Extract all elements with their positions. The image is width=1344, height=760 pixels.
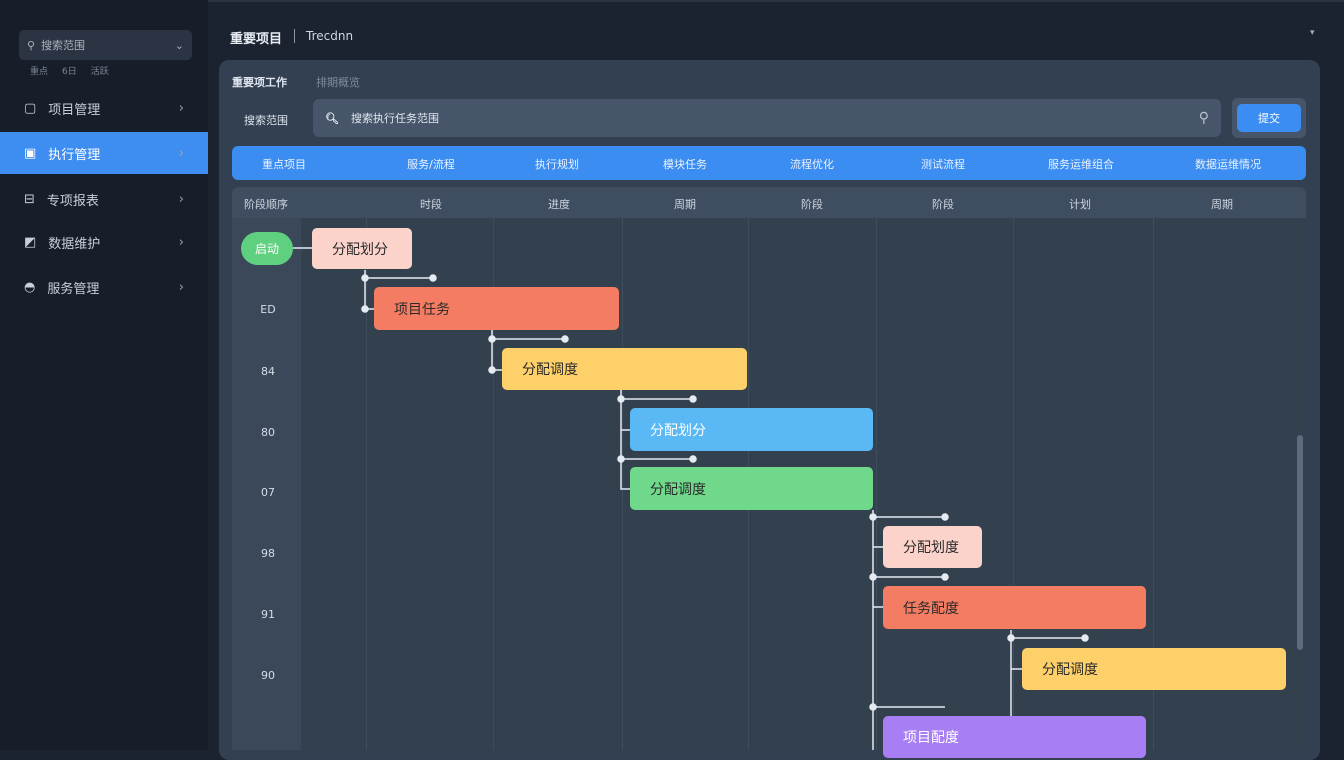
task-bar[interactable]: 分配划分	[630, 408, 873, 451]
column-header: 进度	[548, 198, 570, 211]
chart-icon: ◩	[24, 234, 37, 250]
section-hint: 排期概览	[316, 76, 360, 89]
connector-line	[872, 510, 945, 750]
connector-node	[941, 513, 949, 521]
task-bar[interactable]: 分配划度	[883, 526, 982, 568]
filter-tab[interactable]: 流程优化	[790, 158, 834, 171]
edit-icon: ▣	[24, 145, 37, 161]
connector-node	[617, 395, 625, 403]
monitor-icon: ▢	[24, 100, 37, 116]
chevron-down-icon[interactable]: ⌄	[174, 38, 184, 52]
row-label: ED	[260, 303, 276, 316]
column-header: 周期	[674, 198, 696, 211]
row-label: 07	[261, 486, 275, 499]
column-header: 时段	[420, 198, 442, 211]
connector-node	[869, 703, 877, 711]
row-label: 91	[261, 608, 275, 621]
chevron-right-icon: ›	[178, 191, 184, 207]
table-icon: ⊟	[24, 191, 35, 207]
grid-line	[493, 218, 494, 750]
task-bar[interactable]: 分配调度	[630, 467, 873, 510]
sidebar-item-projects[interactable]: ▢项目管理›	[24, 100, 184, 118]
chevron-right-icon: ›	[178, 145, 184, 161]
column-header: 阶段	[801, 198, 823, 211]
caret-down-icon[interactable]: ▾	[1310, 28, 1315, 38]
section-label: 重要项工作	[232, 76, 287, 89]
chevron-right-icon: ›	[178, 234, 184, 250]
connector-node	[1081, 634, 1089, 642]
chevron-right-icon: ›	[178, 100, 184, 116]
sidebar-item-data[interactable]: ◩数据维护›	[24, 234, 184, 252]
filter-tab[interactable]: 服务/流程	[407, 158, 455, 171]
search-icon: ⚲	[27, 38, 36, 52]
start-node[interactable]: 启动	[241, 232, 293, 265]
filter-tab[interactable]: 执行规划	[535, 158, 579, 171]
connector-node	[617, 455, 625, 463]
task-bar[interactable]: 项目任务	[374, 287, 619, 330]
filter-tab[interactable]: 测试流程	[921, 158, 965, 171]
chevron-right-icon: ›	[178, 279, 184, 295]
connector-node	[689, 395, 697, 403]
connector-node	[689, 455, 697, 463]
submit-button[interactable]: 提交	[1237, 104, 1301, 132]
grid-line	[366, 218, 367, 750]
connector-node	[869, 573, 877, 581]
topbar	[208, 0, 1344, 60]
search-icon[interactable]: ⚲	[1198, 110, 1209, 126]
task-bar[interactable]: 分配调度	[1022, 648, 1286, 690]
divider	[294, 29, 295, 43]
grid-line	[622, 218, 623, 750]
tag[interactable]: 活跃	[90, 67, 109, 77]
column-header: 计划	[1069, 198, 1091, 211]
connector-node	[429, 274, 437, 282]
connector-node	[361, 274, 369, 282]
task-bar[interactable]: 任务配度	[883, 586, 1146, 629]
task-bar[interactable]: 分配调度	[502, 348, 747, 390]
task-bar[interactable]: 项目配度	[883, 716, 1146, 758]
sidebar-item-services[interactable]: ◓服务管理›	[24, 279, 184, 297]
row-label: 98	[261, 547, 275, 560]
page-subtitle: Trecdnn	[306, 29, 354, 43]
task-search-input[interactable]: 🔍︎搜索执行任务范围⚲	[313, 99, 1221, 137]
grid-line	[876, 218, 877, 750]
filter-bar: 重点项目 服务/流程 执行规划 模块任务 流程优化 测试流程 服务运维组合 数据…	[232, 146, 1306, 180]
row-label-column	[232, 218, 301, 750]
column-header: 周期	[1211, 198, 1233, 211]
search-label: 搜索范围	[244, 114, 288, 127]
search-icon: 🔍︎	[325, 111, 339, 125]
page-title: 重要项目	[230, 32, 283, 47]
connector-node	[941, 573, 949, 581]
grid-line	[1153, 218, 1154, 750]
sidebar-item-reports[interactable]: ⊟专项报表›	[24, 191, 184, 209]
sidebar-search[interactable]: ⚲搜索范围⌄	[19, 30, 192, 60]
column-header: 阶段	[932, 198, 954, 211]
task-bar[interactable]: 分配划分	[312, 228, 412, 269]
cloud-icon: ◓	[24, 279, 36, 295]
row-label: 84	[261, 365, 275, 378]
row-label: 90	[261, 669, 275, 682]
sidebar: ⚲搜索范围⌄ 重点 6日 活跃 ▢项目管理› ▣执行管理› ⊟专项报表› ◩数据维护…	[0, 0, 208, 750]
gantt-header: 阶段顺序 时段 进度 周期 阶段 阶段 计划 周期	[232, 187, 1306, 218]
connector-node	[561, 335, 569, 343]
row-label: 80	[261, 426, 275, 439]
tag[interactable]: 6日	[62, 67, 77, 77]
grid-line	[1013, 218, 1014, 750]
connector-line	[620, 390, 693, 490]
connector-node	[1007, 634, 1015, 642]
filter-tab[interactable]: 模块任务	[663, 158, 707, 171]
filter-tab[interactable]: 数据运维情况	[1195, 158, 1261, 171]
column-header: 阶段顺序	[244, 198, 288, 211]
filter-tab[interactable]: 服务运维组合	[1048, 158, 1114, 171]
filter-tab[interactable]: 重点项目	[262, 158, 306, 171]
connector-node	[488, 366, 496, 374]
sidebar-item-execution[interactable]: ▣执行管理›	[0, 132, 208, 174]
connector-node	[361, 305, 369, 313]
connector-node	[488, 335, 496, 343]
sidebar-tags: 重点 6日 活跃	[30, 64, 109, 77]
tag[interactable]: 重点	[30, 67, 49, 77]
scrollbar[interactable]	[1297, 435, 1303, 650]
connector-node	[869, 513, 877, 521]
